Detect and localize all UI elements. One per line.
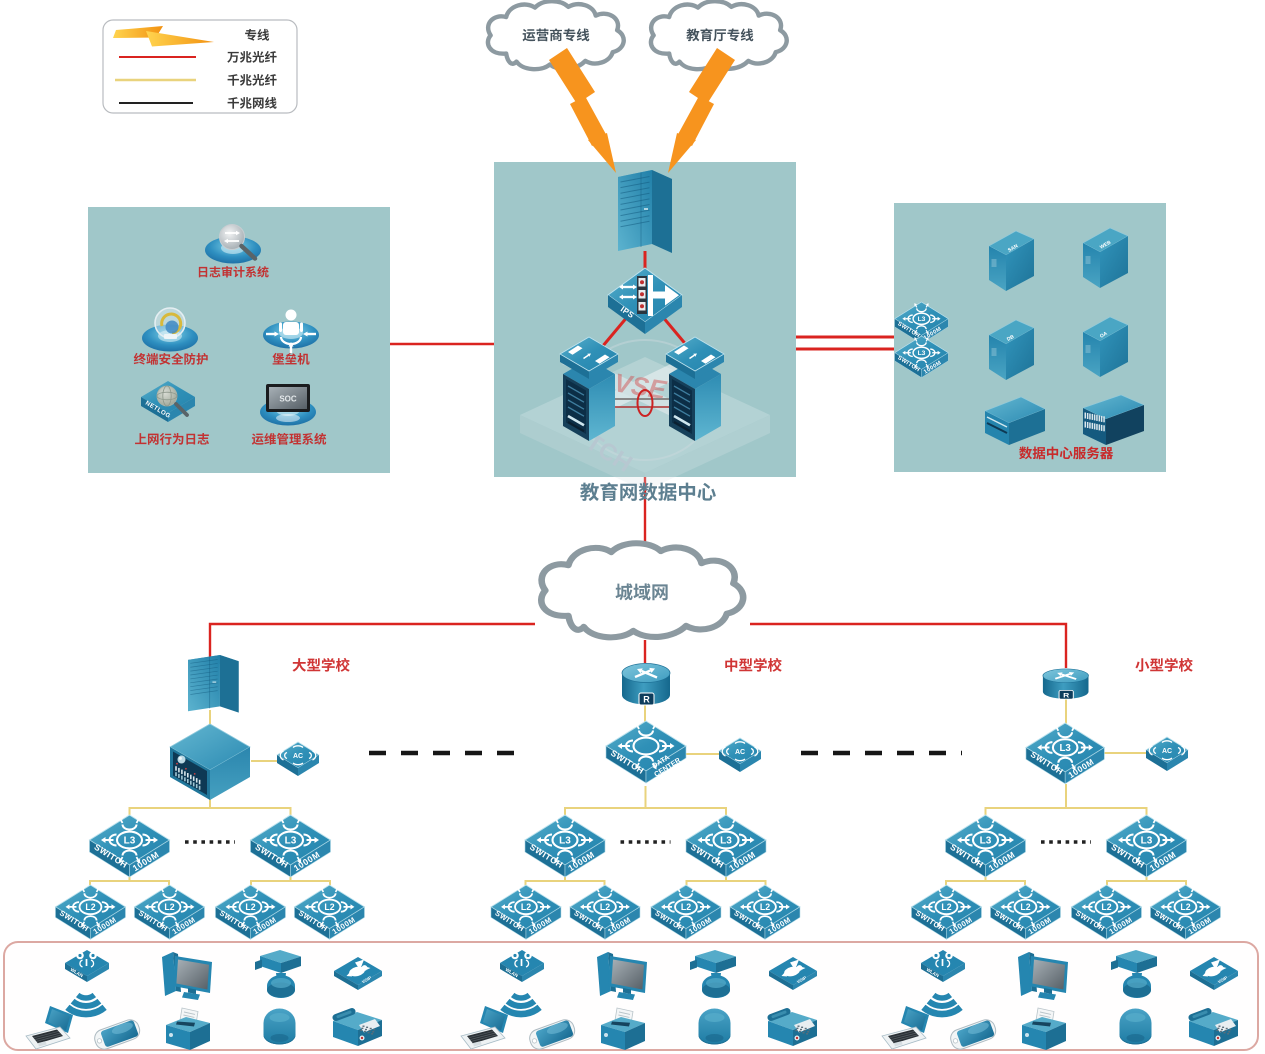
svg-text:WEB: WEB [1099,240,1112,251]
svg-text:SAN: SAN [1007,243,1019,254]
svg-text:OA: OA [1099,331,1109,340]
svg-text:DB: DB [1006,334,1016,343]
svg-text:SOC: SOC [279,395,297,404]
